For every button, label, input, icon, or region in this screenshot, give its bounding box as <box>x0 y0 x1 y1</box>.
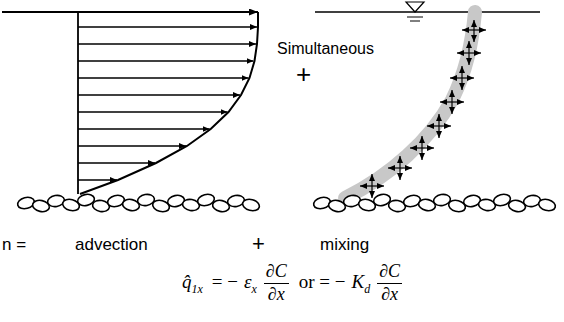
mixing-band <box>345 12 475 198</box>
subscript: 1x <box>192 282 203 296</box>
operator: = − <box>212 271 238 292</box>
denominator: ∂x <box>264 283 289 305</box>
velocity-profile <box>2 12 258 194</box>
plus-sign: + <box>296 60 311 89</box>
fraction: ∂C∂x <box>377 262 402 305</box>
cobble-bed <box>16 192 260 213</box>
cobble-bed <box>312 192 556 213</box>
fraction: ∂C∂x <box>264 262 289 305</box>
plus-sign: + <box>252 232 265 256</box>
flux-formula: q̂1x= −εx∂C∂xor = −Kd∂C∂x <box>182 262 406 305</box>
mixing-arrows <box>360 20 486 198</box>
flux-symbol: q̂ <box>182 271 192 292</box>
coefficient-symbol: K <box>352 271 365 292</box>
mixing-label: mixing <box>320 236 369 255</box>
simultaneous-label: Simultaneous <box>277 40 374 58</box>
diffusivity-symbol: ε <box>244 271 252 292</box>
denominator: ∂x <box>377 283 402 305</box>
advection-label: advection <box>75 236 148 255</box>
water-surface <box>315 2 540 21</box>
subscript: d <box>364 282 370 296</box>
operator: or = − <box>299 271 346 292</box>
equation-fragment: n = <box>2 236 26 255</box>
numerator: ∂C <box>377 262 402 283</box>
subscript: x <box>252 282 257 296</box>
numerator: ∂C <box>264 262 289 283</box>
